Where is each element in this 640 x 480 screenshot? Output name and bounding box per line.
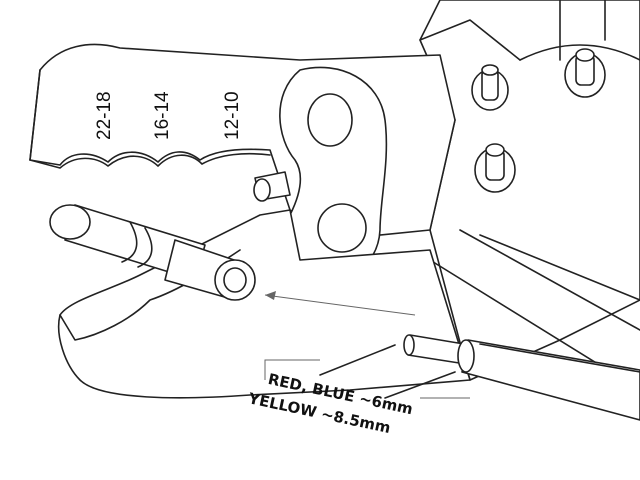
strip-length-dimension: [264, 344, 470, 399]
frame-bolt: [471, 64, 509, 111]
tool-frame: [419, 0, 640, 391]
gauge-label-2: 16-14: [152, 91, 173, 140]
pivot-hole-lower: [317, 203, 367, 253]
frame-bolt: [564, 48, 606, 98]
gauge-label-3: 12-10: [222, 91, 243, 140]
pivot-hole-upper: [307, 93, 353, 147]
alignment-pin: [253, 171, 291, 202]
crimp-terminal: [49, 204, 256, 301]
pivot-plate: [279, 66, 388, 281]
insertion-arrow: [264, 291, 416, 316]
frame-bolt: [474, 143, 516, 193]
stripped-wire: [403, 334, 640, 421]
gauge-label-1: 22-18: [94, 91, 115, 140]
gauge-labels: 22-18 16-14 12-10: [94, 91, 243, 140]
